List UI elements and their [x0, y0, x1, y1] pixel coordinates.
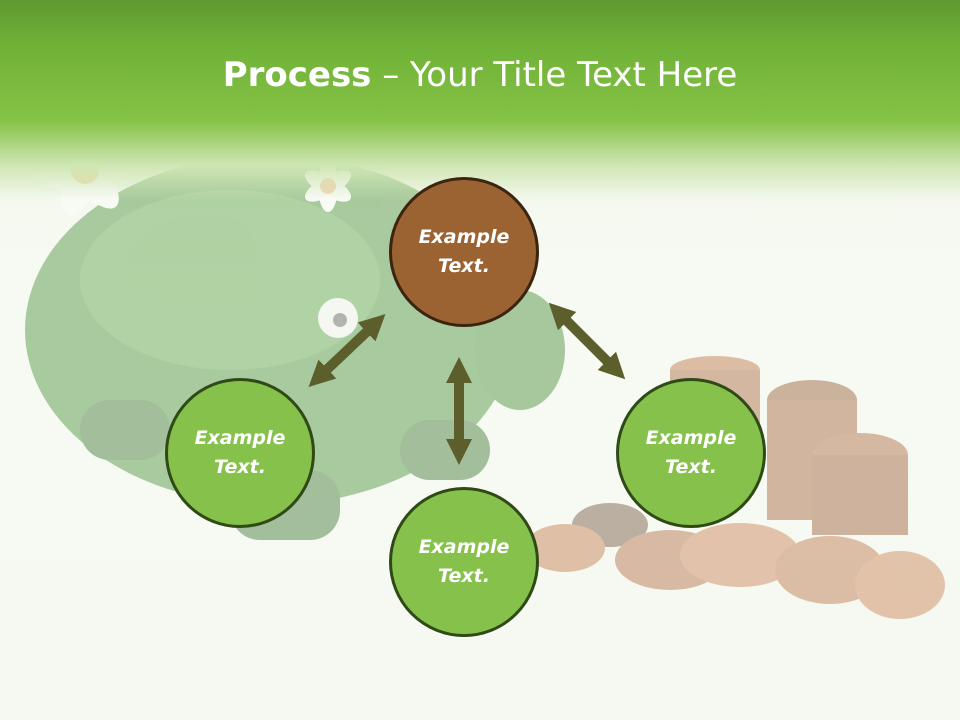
arrow-top-right	[548, 302, 626, 380]
title-bar	[0, 0, 960, 200]
node-bottom[interactable]: Example Text.	[389, 487, 539, 637]
arrow-top-left	[308, 314, 386, 387]
slide-title: Process – Your Title Text Here	[0, 52, 960, 98]
node-top[interactable]: Example Text.	[389, 177, 539, 327]
node-bottom-label: Example Text.	[418, 536, 510, 587]
node-right[interactable]: Example Text.	[616, 378, 766, 528]
node-top-label: Example Text.	[418, 226, 510, 277]
node-left[interactable]: Example Text.	[165, 378, 315, 528]
node-left-label: Example Text.	[194, 427, 286, 478]
node-right-label: Example Text.	[645, 427, 737, 478]
title-strong: Process	[222, 55, 372, 95]
title-rest: – Your Title Text Here	[371, 55, 738, 95]
piggy-snout	[475, 290, 565, 410]
